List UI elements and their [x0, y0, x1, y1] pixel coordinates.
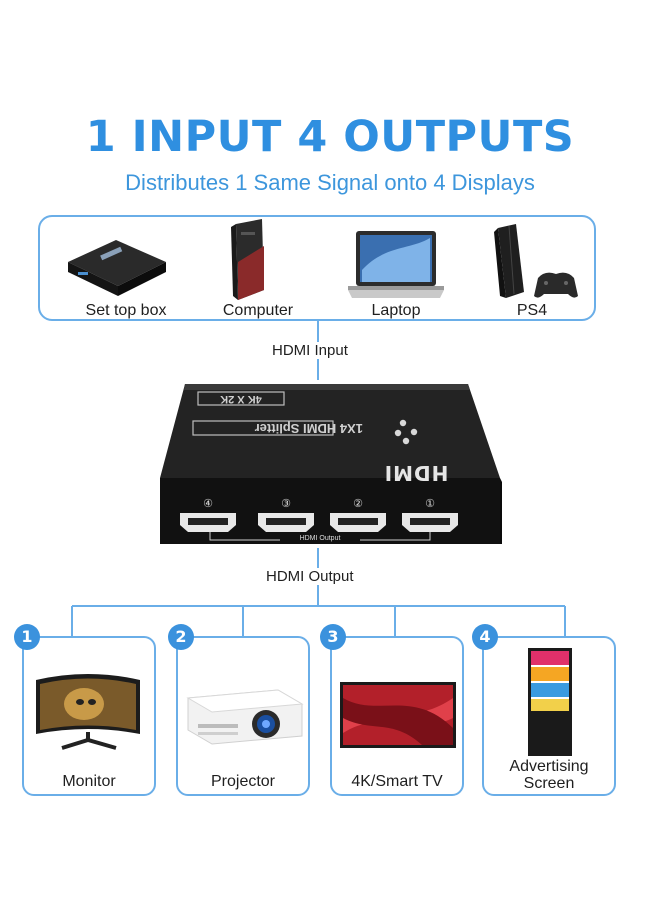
- ports-caption: HDMI Output: [280, 535, 360, 542]
- port-number-3: ③: [281, 498, 291, 510]
- page-subtitle: Distributes 1 Same Signal onto 4 Display…: [125, 170, 535, 195]
- resolution-label: 4K X 2K: [220, 393, 262, 405]
- monitor-icon: [36, 674, 140, 750]
- output-number-4: 4: [472, 624, 498, 650]
- hdmi-input-label: HDMI Input: [268, 342, 352, 359]
- output-number-1: 1: [14, 624, 40, 650]
- output-box-smart-tv: 4K/Smart TV: [330, 636, 464, 796]
- output-label-smart-tv: 4K/Smart TV: [351, 773, 443, 790]
- source-label-computer: Computer: [222, 302, 294, 319]
- kiosk-screen-icon: [528, 648, 572, 756]
- hdmi-port-3: [258, 513, 314, 532]
- page-title: 1 INPUT 4 OUTPUTS: [85, 112, 575, 162]
- output-box-advertising-screen: Advertising Screen: [482, 636, 616, 796]
- hdmi-port-4: [180, 513, 236, 532]
- output-label-advertising: Advertising: [509, 758, 589, 775]
- projector-icon: [186, 689, 304, 745]
- source-label-set-top-box: Set top box: [85, 302, 167, 319]
- tv-icon: [340, 682, 456, 748]
- hdmi-port-1: [402, 513, 458, 532]
- output-number-2: 2: [168, 624, 194, 650]
- source-label-ps4: PS4: [516, 302, 548, 319]
- source-label-laptop: Laptop: [371, 302, 421, 319]
- port-number-2: ②: [353, 498, 363, 510]
- output-number-3: 3: [320, 624, 346, 650]
- output-label-screen: Screen: [523, 775, 575, 792]
- output-box-monitor: Monitor: [22, 636, 156, 796]
- port-number-1: ①: [425, 498, 435, 510]
- output-box-projector: Projector: [176, 636, 310, 796]
- model-label: 1X4 HDMI Splitter: [254, 421, 363, 436]
- output-label-monitor: Monitor: [62, 773, 116, 790]
- output-label-projector: Projector: [210, 773, 276, 790]
- port-number-4: ④: [203, 498, 213, 510]
- hdmi-output-label: HDMI Output: [262, 568, 358, 585]
- source-devices-frame: [38, 215, 596, 321]
- hdmi-brand-logo: HDMI: [383, 461, 449, 485]
- hdmi-port-2: [330, 513, 386, 532]
